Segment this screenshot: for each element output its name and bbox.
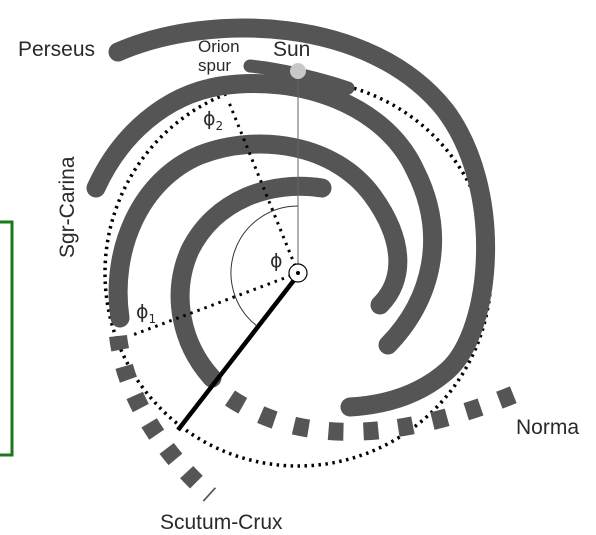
orion-spur-label-line1: Orion <box>198 37 240 56</box>
sun-label: Sun <box>273 38 310 61</box>
phi-label: ϕ <box>270 250 283 272</box>
norma-arm <box>170 176 332 388</box>
scutum-crux-dashed-continuation <box>109 334 217 502</box>
galactic-center-dot <box>296 271 300 275</box>
orion-spur-label-line2: spur <box>198 56 231 75</box>
norma-dashed-continuation <box>225 383 524 441</box>
norma-label: Norma <box>516 416 579 439</box>
phi1-label: ϕ1 <box>136 301 156 326</box>
perseus-label: Perseus <box>18 38 95 61</box>
sun-marker <box>290 63 306 79</box>
phi2-ray <box>226 99 300 274</box>
scutum-crux-arm <box>108 134 408 328</box>
phi-angle-arc <box>230 205 299 327</box>
galactic-bar <box>176 273 300 432</box>
sgr-carina-arm <box>86 73 442 355</box>
scutum-crux-label: Scutum-Crux <box>160 511 283 534</box>
frame-border <box>0 220 14 457</box>
phi2-label: ϕ2 <box>203 108 223 133</box>
sgr-carina-label: Sgr-Carina <box>56 156 79 258</box>
perseus-arm <box>108 18 495 417</box>
